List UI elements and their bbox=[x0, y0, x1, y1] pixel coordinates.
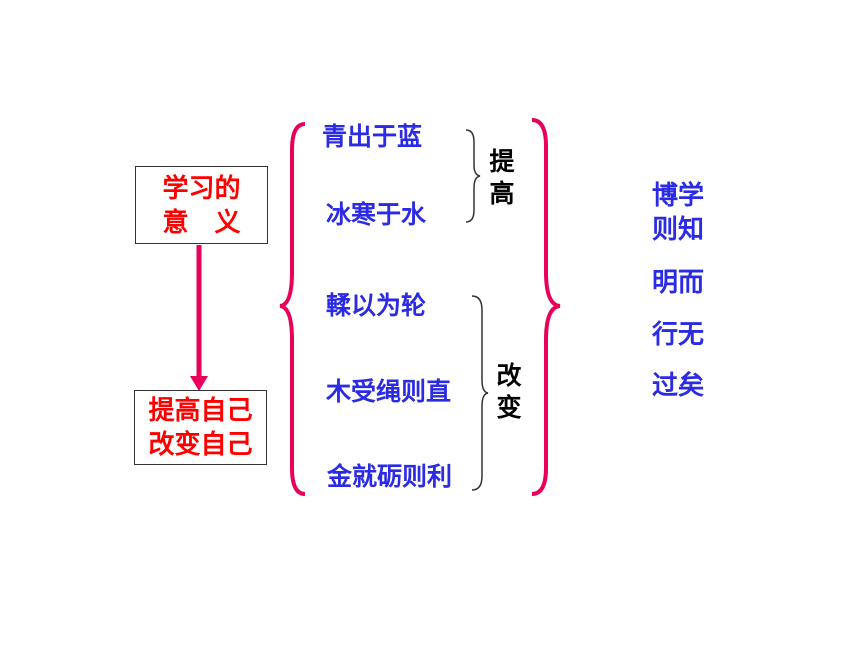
phrase-3: 輮以为轮 bbox=[326, 291, 427, 320]
small-brace-change bbox=[471, 295, 489, 491]
conclusion-line-2: 则知 bbox=[652, 215, 705, 245]
phrase-5: 金就砺则利 bbox=[327, 462, 453, 491]
conclusion-line-3: 明而 bbox=[652, 268, 705, 298]
right-big-brace bbox=[531, 118, 561, 496]
label-improve-char-2: 高 bbox=[489, 179, 515, 208]
phrase-2: 冰寒于水 bbox=[326, 200, 427, 229]
conclusion-line-4: 行无 bbox=[652, 320, 705, 350]
left-big-brace bbox=[279, 122, 306, 496]
result-line-1: 提高自己 bbox=[148, 396, 253, 426]
label-change-char-1: 改 bbox=[496, 361, 522, 390]
conclusion-line-5: 过矣 bbox=[652, 371, 705, 401]
small-brace-improve bbox=[465, 129, 481, 223]
result-line-2: 改变自己 bbox=[148, 430, 253, 460]
down-arrow-head bbox=[190, 376, 208, 391]
label-change-char-2: 变 bbox=[496, 393, 522, 422]
phrase-4: 木受绳则直 bbox=[326, 377, 452, 406]
self-improvement-box: 提高自己 改变自己 bbox=[134, 390, 267, 465]
conclusion-line-1: 博学 bbox=[652, 181, 705, 211]
phrase-1: 青出于蓝 bbox=[322, 122, 423, 151]
label-change: 改 变 bbox=[494, 360, 524, 424]
learning-meaning-box: 学习的 意 义 bbox=[135, 166, 268, 244]
meaning-line-1: 学习的 bbox=[162, 174, 241, 204]
label-improve-char-1: 提 bbox=[489, 147, 515, 176]
meaning-line-2: 意 义 bbox=[162, 208, 241, 238]
label-improve: 提 高 bbox=[487, 146, 517, 210]
